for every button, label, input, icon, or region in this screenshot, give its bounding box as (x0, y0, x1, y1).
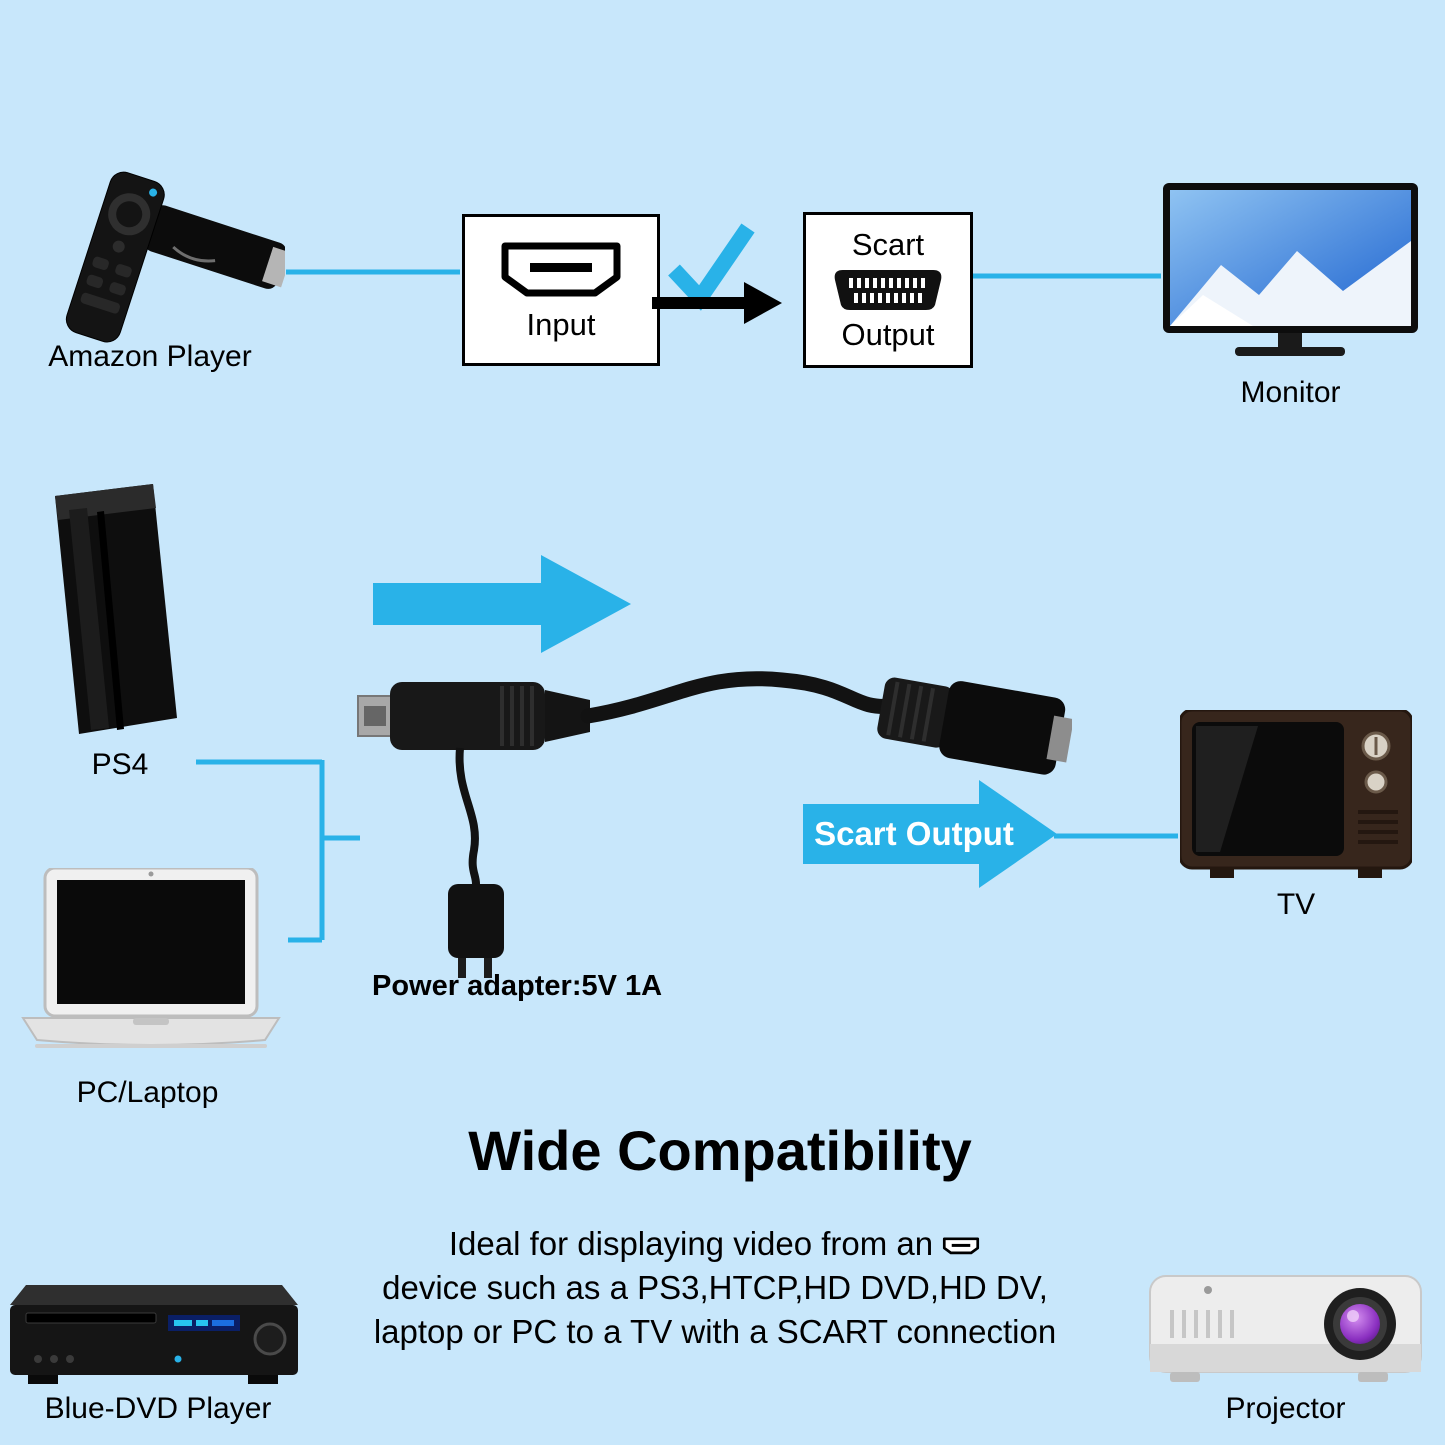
dvd-player-image (8, 1283, 300, 1393)
label-projector: Projector (1225, 1392, 1346, 1425)
amazon-player-image (25, 168, 293, 343)
input-label: Input (526, 307, 596, 342)
label-blue-dvd-player: Blue-DVD Player (44, 1392, 272, 1425)
label-pc-laptop: PC/Laptop (76, 1076, 219, 1109)
projector-image (1148, 1248, 1423, 1398)
hdmi-mini-icon (943, 1237, 980, 1255)
scart-output-banner: Scart Output (803, 778, 1061, 890)
description-line-1: Ideal for displaying video from an (270, 1222, 1160, 1266)
hdmi-input-box: Input (462, 214, 660, 366)
hdmi-port-icon (501, 242, 621, 297)
scart-output-box: Scart Output (803, 212, 973, 368)
scart-output-arrow-icon (803, 780, 1057, 888)
hdmi-to-scart-adapter-image (352, 644, 1074, 984)
monitor-image (1163, 183, 1418, 368)
tv-image (1178, 708, 1414, 880)
description-line-2: device such as a PS3,HTCP,HD DVD,HD DV, (382, 1269, 1048, 1307)
page-title: Wide Compatibility (468, 1119, 972, 1182)
description-text: Ideal for displaying video from an devic… (270, 1222, 1160, 1355)
ps4-image (25, 478, 200, 743)
right-arrow-icon (652, 282, 782, 324)
label-tv: TV (1276, 888, 1316, 921)
power-adapter-label: Power adapter:5V 1A (372, 970, 663, 1002)
label-amazon-player: Amazon Player (48, 340, 252, 373)
laptop-image (15, 866, 290, 1073)
scart-connector-icon (834, 270, 942, 310)
label-ps4: PS4 (91, 748, 149, 781)
description-line-3: laptop or PC to a TV with a SCART connec… (373, 1313, 1057, 1351)
flow-arrow-icon (373, 555, 631, 653)
output-label: Output (841, 317, 935, 352)
scart-output-banner-label: Scart Output (814, 815, 1014, 852)
label-monitor: Monitor (1240, 376, 1341, 409)
scart-title: Scart (851, 227, 925, 262)
